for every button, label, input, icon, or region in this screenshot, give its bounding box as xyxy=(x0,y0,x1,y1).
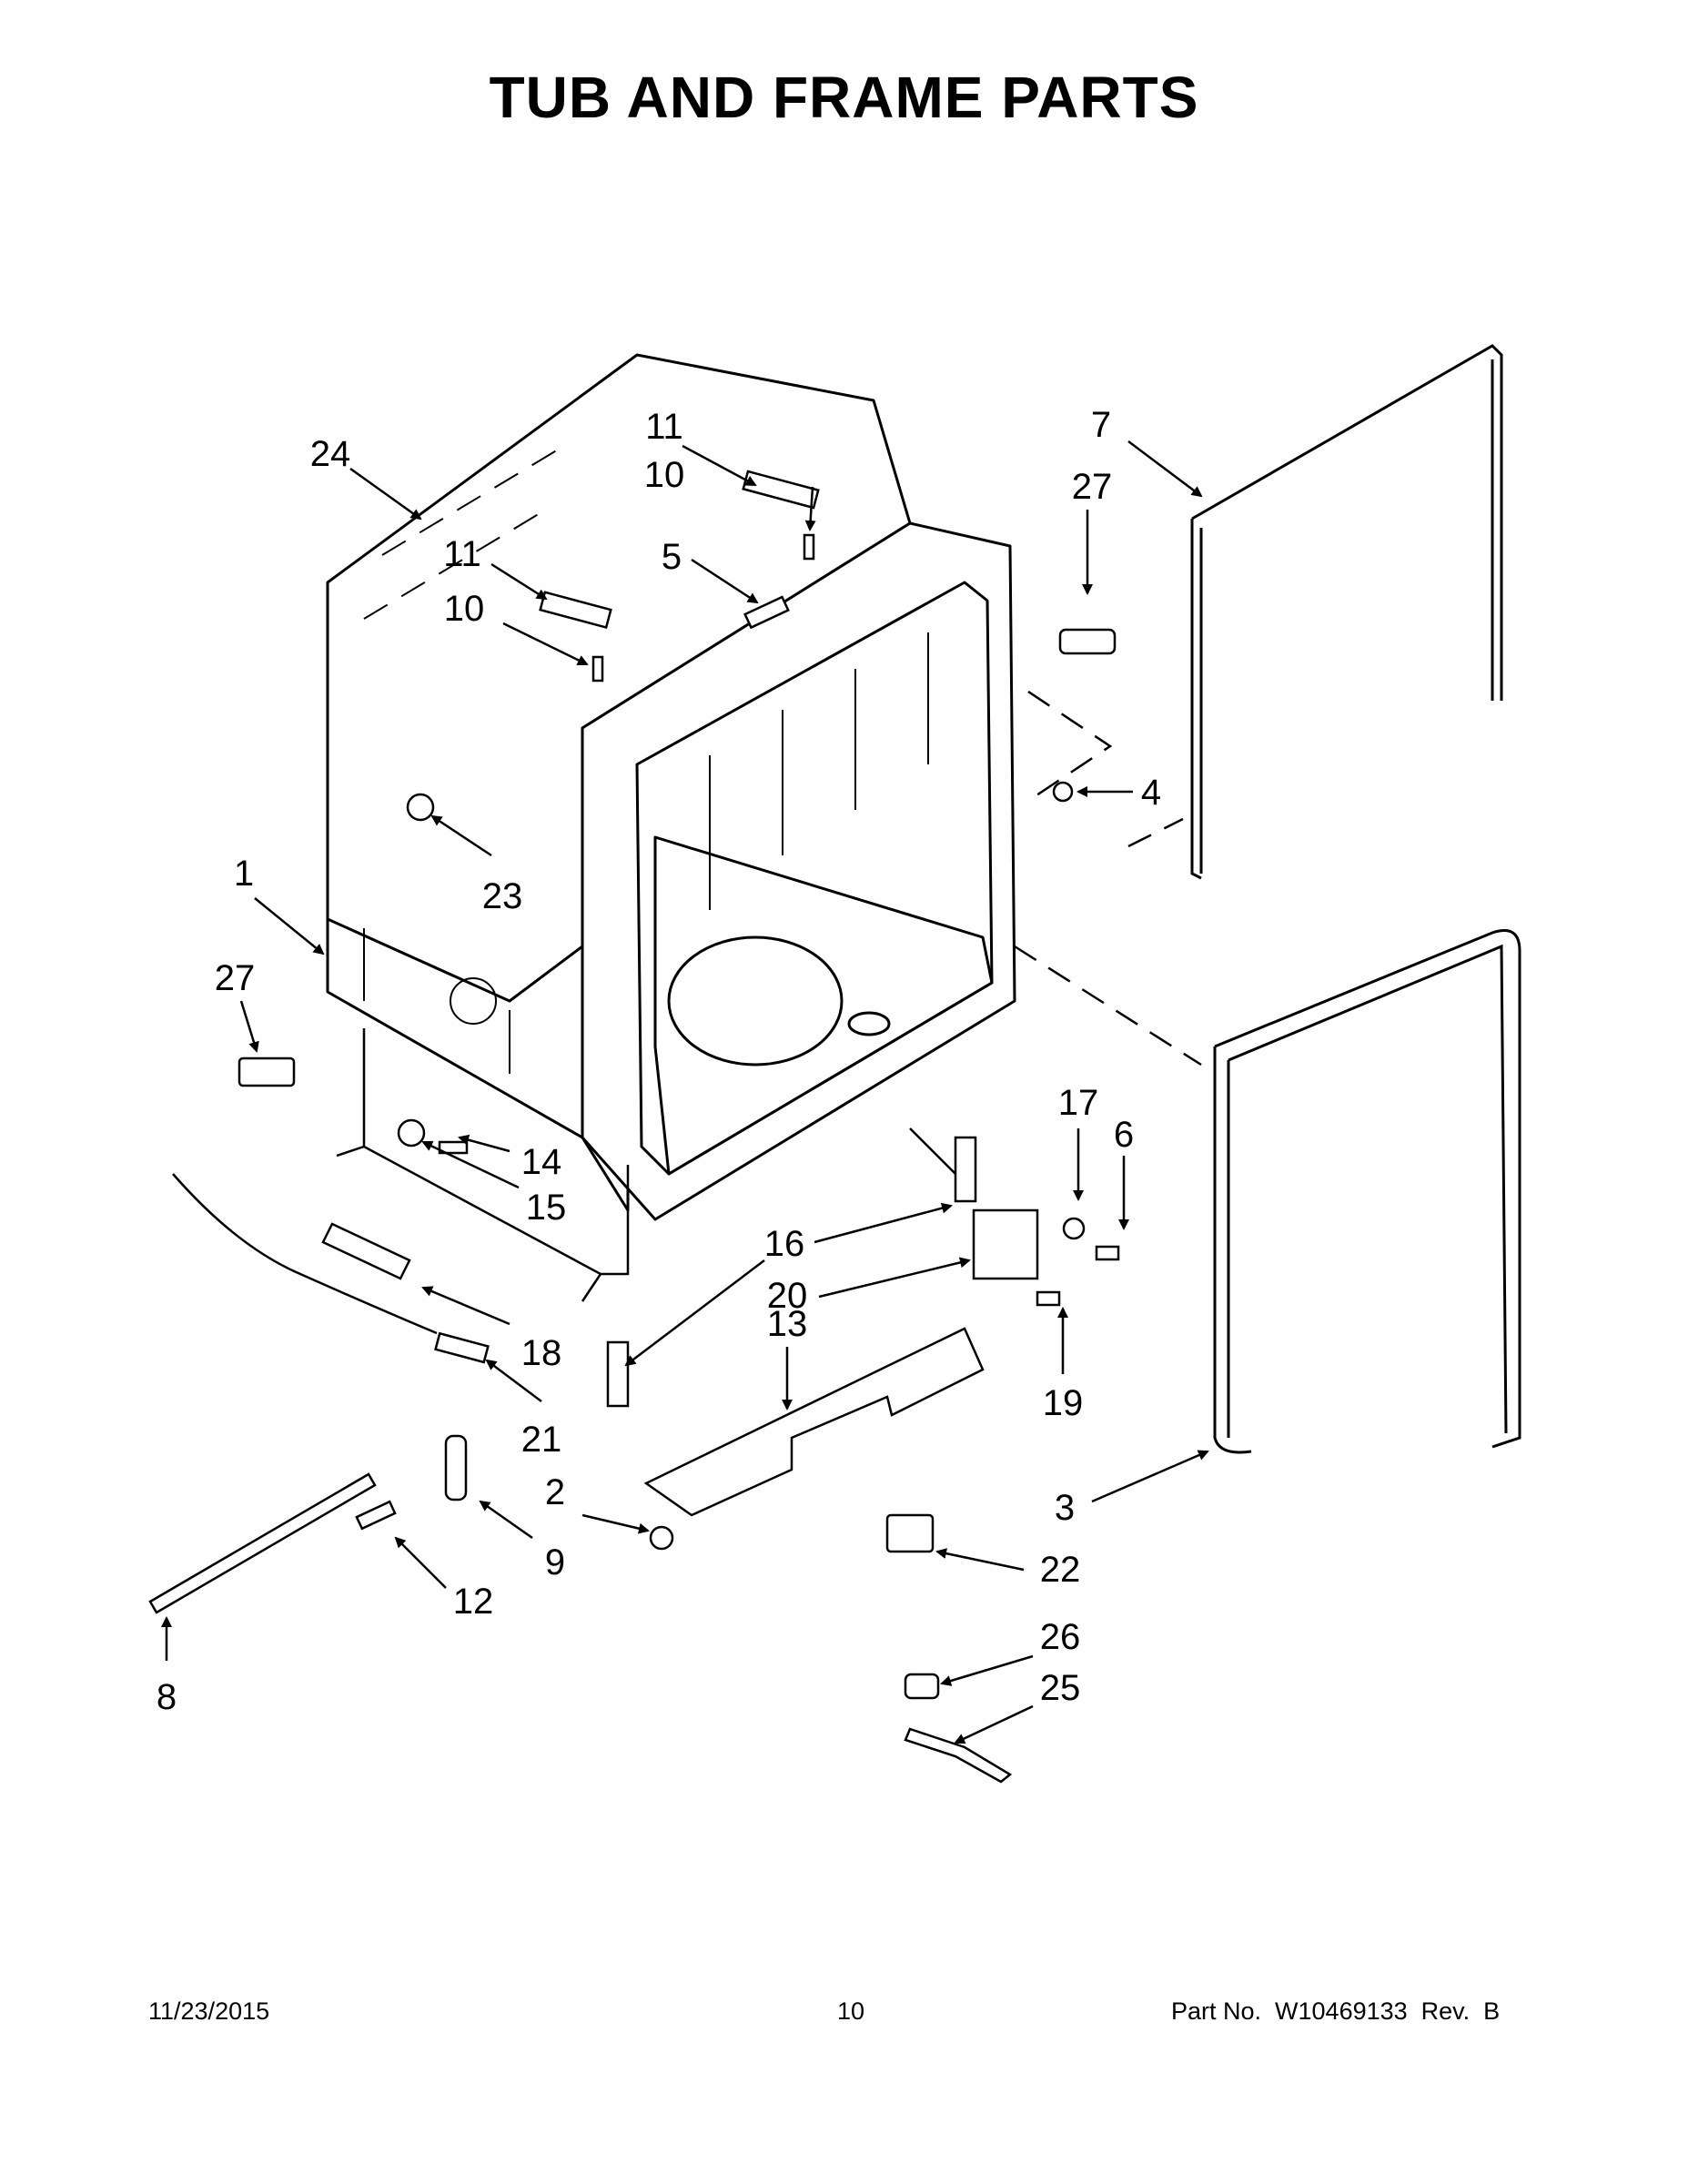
callout-9: 9 xyxy=(545,1542,565,1582)
callout-7: 7 xyxy=(1091,405,1111,445)
grommet-15 xyxy=(397,1118,426,1148)
callout-24: 24 xyxy=(310,434,351,474)
washer-17 xyxy=(1062,1217,1086,1240)
spray-hub xyxy=(847,1011,891,1036)
small-parts xyxy=(148,470,1120,1784)
front-frame-outer xyxy=(581,521,1016,1221)
plug-23 xyxy=(406,793,435,822)
spring-18 xyxy=(321,1222,411,1280)
callout-17: 17 xyxy=(1058,1083,1099,1123)
cable-tie-8 xyxy=(148,1472,377,1614)
callout-6: 6 xyxy=(1114,1115,1134,1155)
leveling-leg-16b xyxy=(606,1340,630,1408)
callout-8: 8 xyxy=(157,1677,177,1717)
callout-11a: 11 xyxy=(645,407,683,447)
callout-14: 14 xyxy=(521,1142,562,1182)
bracket-20 xyxy=(972,1208,1039,1280)
label-5 xyxy=(743,595,790,630)
callout-18: 18 xyxy=(521,1333,562,1373)
callout-2: 2 xyxy=(545,1472,565,1512)
callout-23: 23 xyxy=(482,876,523,916)
sump-opening xyxy=(667,935,844,1067)
callout-27a: 27 xyxy=(1072,467,1113,507)
screw-10a xyxy=(803,533,815,561)
footer-part-number: Part No. W10469133 Rev. B xyxy=(1171,1997,1501,2025)
hinge-bracket-side xyxy=(539,591,612,630)
footer-date: 11/23/2015 xyxy=(148,1997,270,2025)
callout-12: 12 xyxy=(453,1582,494,1622)
callout-11b: 11 xyxy=(443,534,481,574)
callout-5: 5 xyxy=(662,537,682,577)
callout-13: 13 xyxy=(767,1304,808,1344)
leader-dashes xyxy=(1014,690,1202,1067)
leader-arrows xyxy=(161,440,1209,1744)
plug-2 xyxy=(649,1525,674,1551)
tub-assembly xyxy=(326,353,1016,1221)
switch-22 xyxy=(885,1513,935,1553)
screw-19 xyxy=(1036,1290,1061,1307)
thermostat-26 xyxy=(904,1673,940,1700)
callout-19: 19 xyxy=(1043,1383,1084,1423)
toe-panel-13 xyxy=(643,1327,985,1517)
door-gasket-bottom xyxy=(1213,929,1521,1454)
clip-4 xyxy=(1052,781,1074,803)
screw-10b xyxy=(591,655,604,682)
tub-floor xyxy=(653,835,994,1176)
callout-labels: 1 2 3 4 5 6 7 8 9 10 10 11 11 12 13 14 1… xyxy=(157,405,1161,1717)
bracket-9 xyxy=(444,1434,468,1502)
callout-20: 20 xyxy=(767,1276,808,1316)
callout-15: 15 xyxy=(526,1188,567,1228)
wire-21 xyxy=(172,1173,438,1335)
bumper-27-top xyxy=(1058,628,1117,655)
callout-22: 22 xyxy=(1040,1550,1081,1590)
callout-4: 4 xyxy=(1141,773,1161,813)
page-title: TUB AND FRAME PARTS xyxy=(489,65,1199,130)
cable-21 xyxy=(434,1331,490,1364)
callout-26: 26 xyxy=(1040,1617,1081,1657)
callout-1: 1 xyxy=(234,854,254,894)
callout-10a: 10 xyxy=(644,455,685,495)
gaskets xyxy=(1190,344,1521,1454)
screw-12 xyxy=(355,1500,397,1531)
callout-27b: 27 xyxy=(215,958,256,998)
callout-25: 25 xyxy=(1040,1668,1081,1708)
callout-21: 21 xyxy=(521,1420,562,1460)
leveling-leg-16a xyxy=(954,1136,977,1203)
callout-3: 3 xyxy=(1055,1488,1075,1528)
callout-16: 16 xyxy=(764,1224,805,1264)
bracket-25 xyxy=(904,1727,1013,1784)
door-gasket-top xyxy=(1190,344,1503,880)
screw-6 xyxy=(1095,1245,1120,1261)
callout-10b: 10 xyxy=(444,589,485,629)
bumper-27-left xyxy=(238,1057,296,1087)
footer-page-number: 10 xyxy=(837,1997,865,2025)
